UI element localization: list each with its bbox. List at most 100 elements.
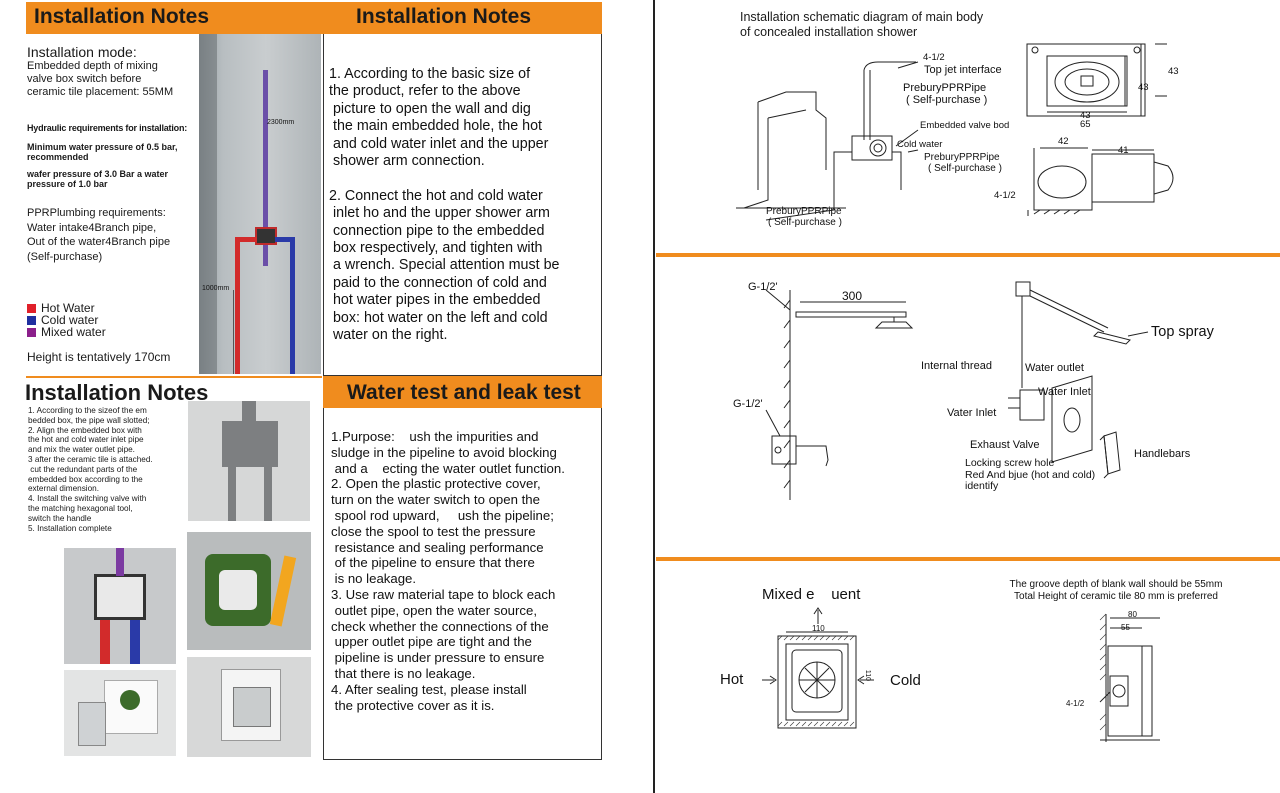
header-bar-top <box>26 2 602 34</box>
legend-swatch-hot <box>27 303 36 313</box>
legend-swatch-cold <box>27 315 36 325</box>
dim-line <box>1040 147 1154 151</box>
step-line: bedded box, the pipe wall slotted; <box>28 415 150 425</box>
label-dim-300: 300 <box>842 289 863 303</box>
dimension-2300: 2300mm <box>267 119 295 126</box>
header-installation-notes-tl: Installation Notes <box>34 5 210 28</box>
label-groove-note: The groove depth of blank wall should be… <box>1002 579 1230 603</box>
label-prebury-2: PreburyPPRPipe ( Self-purchase ) <box>924 152 1002 174</box>
handle-back <box>1099 434 1109 479</box>
pipe-up <box>863 70 871 140</box>
label-line: PreburyPPRPipe <box>924 152 1000 163</box>
cold-pipe-down <box>290 237 295 374</box>
ppr-line: (Self-purchase) <box>27 250 103 263</box>
hot-pipe <box>100 620 110 664</box>
arrow-hot <box>762 675 777 685</box>
step-line: spool rod upward, ush the pipeline; <box>331 507 554 523</box>
front-outer <box>1026 43 1146 117</box>
step-line: 3. Use raw material tape to block each <box>331 586 556 602</box>
wall-line <box>1100 614 1160 742</box>
hot-pipe <box>765 151 852 221</box>
step-line: 3 after the ceramic tile is attached. <box>28 454 153 464</box>
dim-4-1-2-side: 4-1/2 <box>1066 699 1085 708</box>
valve-box-front-diagram <box>762 607 874 729</box>
embedded-valve-body <box>851 135 893 161</box>
valve-front-view <box>1026 43 1167 117</box>
leader-g1 <box>765 289 791 311</box>
photo-valve-cutting <box>187 532 311 650</box>
label-cold: Cold <box>890 672 921 689</box>
dim-41: 41 <box>1118 145 1129 156</box>
box-body <box>94 574 146 620</box>
schematic-title-line: of concealed installation shower <box>740 25 918 39</box>
divider-orange-2 <box>656 557 1280 561</box>
label-g-1-2-upper: G-1/2' <box>748 281 778 293</box>
step-line: 4. Install the switching valve with <box>28 494 147 504</box>
step-line: and cold water inlet and the upper <box>329 135 549 152</box>
label-top-spray: Top spray <box>1151 324 1214 340</box>
notes-box-bottom <box>323 408 602 760</box>
label-line: Total Height of ceramic tile 80 mm is pr… <box>1014 591 1218 602</box>
steps-top: 1. According to the basic size of the pr… <box>329 66 599 344</box>
label-line: ( Self-purchase ) <box>768 217 842 228</box>
ppr-line: Out of the water4Branch pipe <box>27 236 171 248</box>
installation-mode-block: Installation mode: Embedded depth of mix… <box>27 44 197 99</box>
step-line: paid to the connection of cold and <box>329 274 547 291</box>
height-note: Height is tentatively 170cm <box>27 350 171 364</box>
label-line: ( Self-purchase ) <box>906 94 988 106</box>
hydraulic-line: wafer pressure of 3.0 Bar a water <box>27 168 169 179</box>
page-divider <box>653 0 655 793</box>
legend-cold: Cold water <box>27 313 106 327</box>
dimension-1000: 1000mm <box>202 285 230 292</box>
schematic-title-line: Installation schematic diagram of main b… <box>740 10 984 24</box>
label-locking: Locking screw hole Red And bjue (hot and… <box>965 457 1096 493</box>
step-line: the main embedded hole, the hot <box>329 118 543 135</box>
steps-test: 1.Purpose: ush the impurities and sludge… <box>331 429 599 713</box>
top-spray-wallplate <box>1015 281 1031 297</box>
ppr-line: PPRPlumbing requirements: <box>27 207 166 219</box>
side-plate <box>1142 645 1153 737</box>
label-mixed-effluent: Mixed e uent <box>762 586 861 603</box>
label-internal-thread: Internal thread <box>921 360 992 372</box>
side-knob <box>1153 161 1174 195</box>
valve-ring-inner <box>873 143 883 153</box>
legend-hot: Hot Water <box>27 301 106 315</box>
legend-swatch-mixed <box>27 327 36 337</box>
step-line: is no leakage. <box>331 571 417 587</box>
label-line: ( Self-purchase ) <box>928 163 1002 174</box>
legend-mixed: Mixed water <box>27 325 106 339</box>
ppr-block: PPRPlumbing requirements: Water intake4B… <box>27 206 202 264</box>
hydraulic-title: Hydraulic requirements for installation: <box>27 123 188 133</box>
label-line: PreburyPPRPipe <box>766 206 842 217</box>
pipe-top <box>863 61 916 71</box>
wall-installation-photo: 2300mm 1000mm <box>199 34 321 374</box>
leader-g2 <box>765 409 781 437</box>
label-g-1-2-lower: G-1/2' <box>733 398 763 410</box>
label-vater-inlet: Vater Inlet <box>947 407 997 419</box>
legend-label: Mixed water <box>41 325 106 339</box>
wall-outline <box>757 91 827 190</box>
slot-cutout <box>222 421 278 467</box>
dim-42: 42 <box>1058 136 1069 147</box>
step-line: cut the redundant parts of the <box>28 464 138 474</box>
top-spray-head <box>1093 331 1131 345</box>
step-line: 1. According to the sizeof the em <box>28 406 147 415</box>
label-line: Red And bjue (hot and cold) <box>965 468 1096 481</box>
dim-line <box>1047 43 1167 116</box>
step-line: 2. Open the plastic protective cover, <box>331 476 541 492</box>
leader-top-spray <box>1127 331 1149 337</box>
legend-label: Cold water <box>41 313 99 327</box>
label-prebury-3: PreburyPPRPipe ( Self-purchase ) <box>766 206 842 228</box>
box-outer <box>785 643 849 721</box>
valve-plate-left <box>771 435 797 465</box>
valve-box-side-diagram <box>1099 613 1160 742</box>
dim-80: 80 <box>1128 610 1137 619</box>
slot-cutout-vertical <box>242 401 256 425</box>
step-line: upper outlet pipe are tight and the <box>331 634 532 650</box>
label-handlebars: Handlebars <box>1134 448 1191 460</box>
step-line: 2. Connect the hot and cold water <box>329 187 543 204</box>
leader-412 <box>1099 691 1111 703</box>
step-line: the product, refer to the above <box>329 83 521 100</box>
step-line: outlet pipe, open the water source, <box>331 602 538 618</box>
box-inner <box>791 649 843 713</box>
